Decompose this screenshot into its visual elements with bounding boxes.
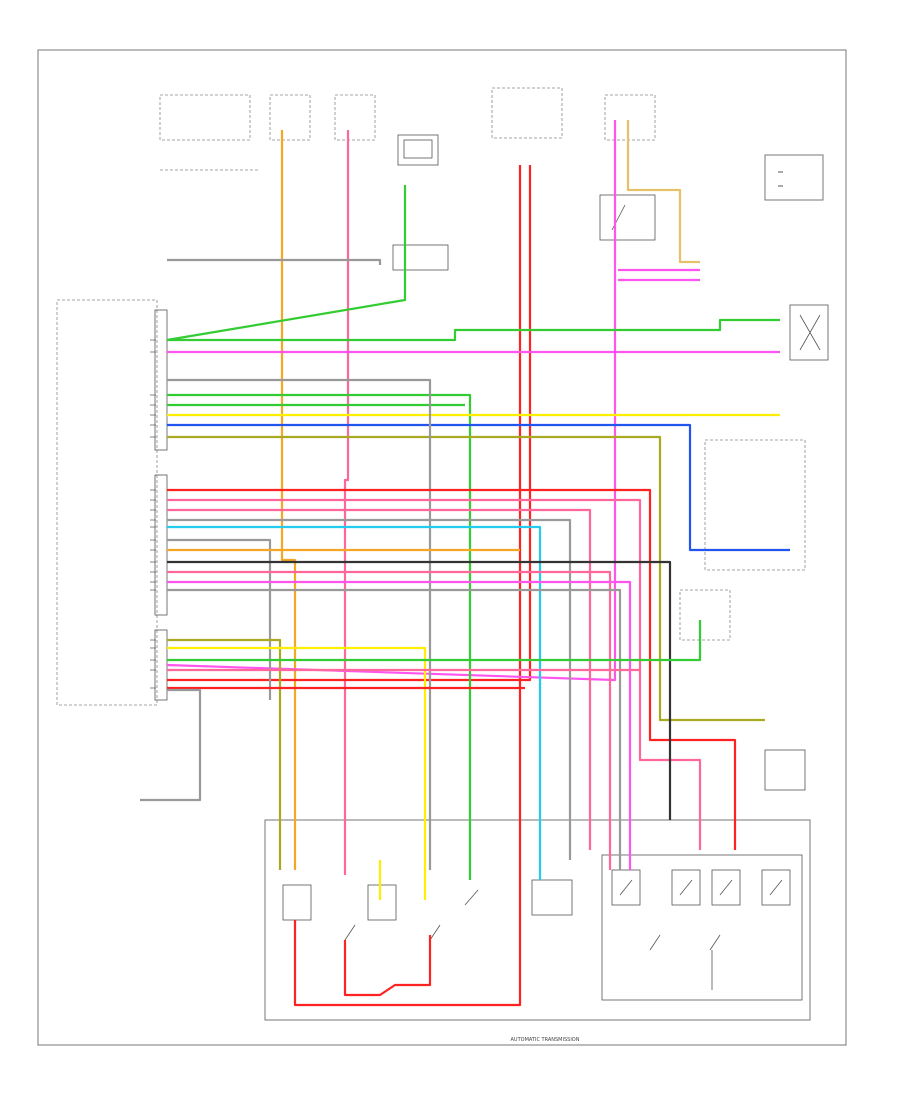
pin-ticks	[150, 339, 156, 689]
wire-black-25	[167, 560, 672, 820]
wire-gray-28	[167, 588, 622, 870]
wire-magenta-5	[166, 120, 617, 682]
diagram-frame	[37, 49, 847, 1046]
legend-box	[764, 154, 824, 201]
diagram-title: AUTOMATIC TRANSMISSION	[511, 1037, 580, 1043]
transmission-assembly	[264, 819, 811, 1021]
wire-orange-1	[280, 130, 297, 870]
wire-green-10	[167, 318, 780, 342]
sensor-boxes-right	[679, 439, 806, 791]
wire-gray-23	[167, 538, 272, 700]
fuse-block-top	[159, 87, 656, 171]
wire-pink-19	[167, 498, 702, 850]
wire-olive-29	[167, 638, 282, 870]
wire-red-3	[293, 165, 522, 1007]
wire-red-4	[167, 165, 532, 682]
wire-gray-37	[167, 258, 382, 265]
wire-red-35	[343, 935, 432, 997]
wire-tan-6	[626, 120, 700, 264]
wire-magenta-27	[167, 580, 632, 870]
wire-pink-20	[167, 508, 592, 850]
wire-blue-15	[167, 423, 790, 552]
wire-group	[140, 120, 790, 1007]
wire-red-18	[167, 488, 737, 850]
wire-gray-17	[167, 378, 432, 870]
relay-components	[392, 134, 829, 361]
wire-gray-21	[167, 518, 572, 860]
wire-green-12	[167, 393, 472, 880]
wire-gray-36	[140, 688, 202, 802]
wire-pink-2	[343, 130, 350, 875]
wire-yellow-30	[167, 646, 427, 900]
wire-cyan-22	[167, 525, 542, 880]
wire-green-31	[167, 620, 702, 662]
wire-pink-26	[167, 570, 612, 870]
pcm-connectors	[56, 299, 168, 706]
wire-green-9	[166, 185, 407, 342]
wire-olive-16	[167, 435, 765, 722]
